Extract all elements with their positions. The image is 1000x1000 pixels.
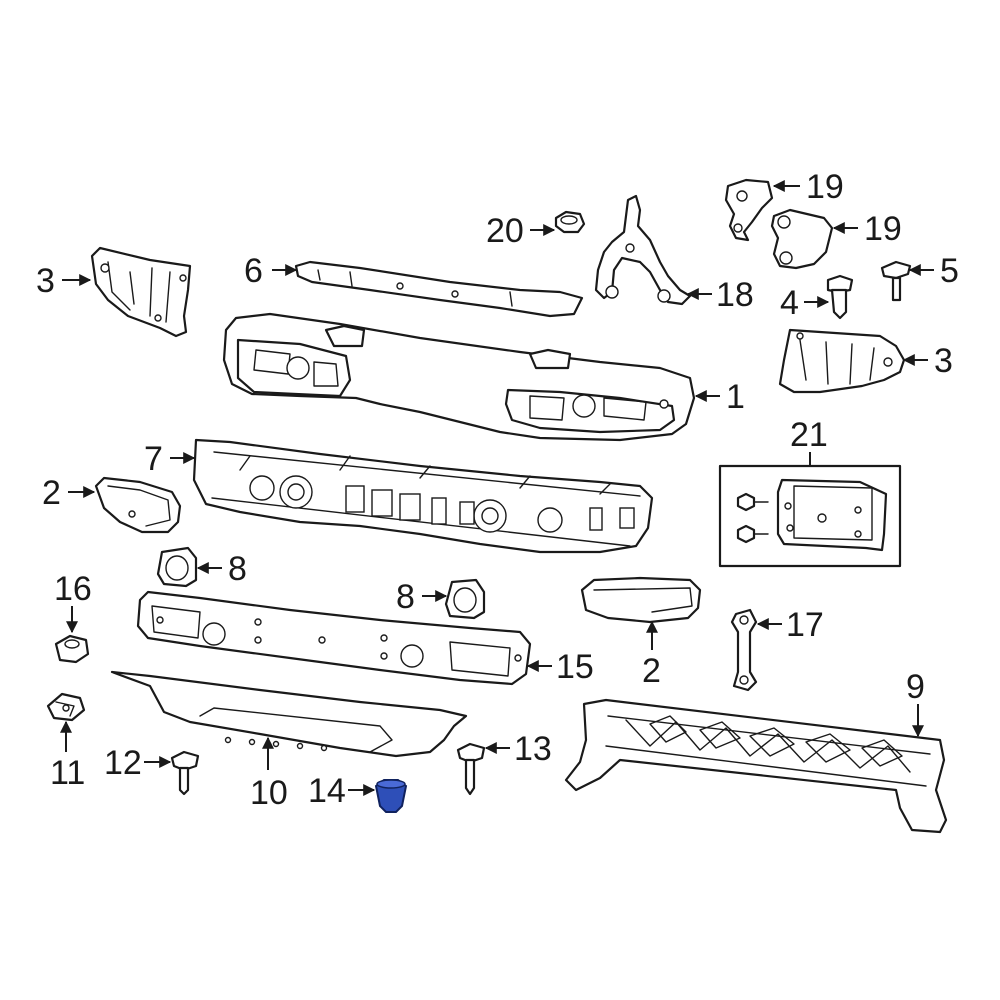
part-4-push-clip[interactable] <box>826 274 854 320</box>
callout-7: 7 <box>144 440 163 478</box>
callout-18: 18 <box>716 276 754 314</box>
part-15-bumper-reinforcement[interactable] <box>136 590 532 686</box>
callout-2-right: 2 <box>642 652 661 690</box>
callout-6: 6 <box>244 252 263 290</box>
callout-15: 15 <box>556 648 594 686</box>
part-3-left-bracket[interactable] <box>90 246 192 338</box>
callout-20: 20 <box>486 212 524 250</box>
part-6-upper-trim-strip[interactable] <box>294 260 584 318</box>
part-19-upper-bracket[interactable] <box>724 178 774 242</box>
callout-8-right: 8 <box>396 578 415 616</box>
part-14-plug-highlighted[interactable] <box>374 779 408 813</box>
part-5-bolt[interactable] <box>880 260 912 302</box>
callout-4: 4 <box>780 284 799 322</box>
part-10-lower-skid-plate[interactable] <box>110 670 468 758</box>
part-12-bolt[interactable] <box>170 750 200 796</box>
part-1-bumper-face-bar[interactable] <box>222 312 696 442</box>
callout-5: 5 <box>940 252 959 290</box>
part-7-energy-absorber[interactable] <box>192 438 654 554</box>
callout-9: 9 <box>906 668 925 706</box>
callout-21: 21 <box>790 416 828 454</box>
callout-11: 11 <box>50 754 85 792</box>
callout-10: 10 <box>250 774 288 812</box>
part-3-right-bracket[interactable] <box>778 328 906 394</box>
part-17-link-bracket[interactable] <box>730 608 758 692</box>
part-16-flange-nut[interactable] <box>54 634 90 664</box>
callout-14: 14 <box>308 772 346 810</box>
part-21-license-plate-bracket-kit[interactable] <box>718 464 902 568</box>
part-11-clip-nut[interactable] <box>46 692 86 722</box>
part-2-left-fog-bezel[interactable] <box>94 476 182 534</box>
part-19-lower-bracket[interactable] <box>770 208 834 270</box>
part-18-tow-hook-bracket[interactable] <box>594 194 692 306</box>
part-2-right-fog-bezel[interactable] <box>580 576 702 624</box>
part-20-nut[interactable] <box>554 210 586 234</box>
callout-1: 1 <box>726 378 745 416</box>
callout-12: 12 <box>104 744 142 782</box>
callout-8-left: 8 <box>228 550 247 588</box>
callout-labels: 3 6 20 19 19 5 18 4 3 1 21 7 2 8 8 16 17… <box>36 168 959 812</box>
callout-13: 13 <box>514 730 552 768</box>
part-9-lower-crossmember[interactable] <box>564 698 948 834</box>
callout-16: 16 <box>54 570 92 608</box>
callout-19-lower: 19 <box>864 210 902 248</box>
callout-3-right: 3 <box>934 342 953 380</box>
part-8-left-grommet[interactable] <box>156 546 198 588</box>
callout-19-upper: 19 <box>806 168 844 206</box>
callout-2-left: 2 <box>42 474 61 512</box>
part-13-bolt[interactable] <box>456 742 486 796</box>
callout-leaders <box>60 180 934 796</box>
callout-3-left: 3 <box>36 262 55 300</box>
part-8-right-grommet[interactable] <box>444 578 486 620</box>
callout-17: 17 <box>786 606 824 644</box>
